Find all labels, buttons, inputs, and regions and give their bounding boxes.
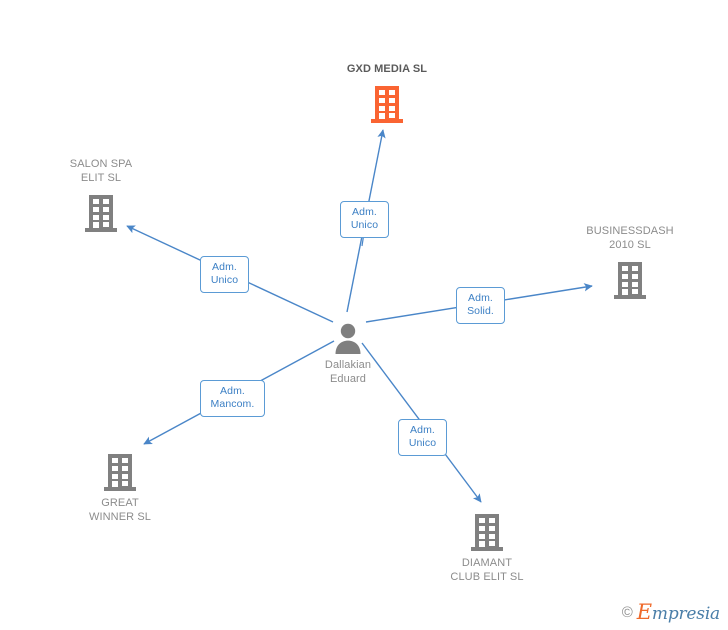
building-icon xyxy=(367,82,407,124)
node-businessdash[interactable]: BUSINESSDASH 2010 SL xyxy=(550,224,710,300)
watermark: © Empresia xyxy=(622,600,720,624)
edge-label-businessdash[interactable]: Adm. Solid. xyxy=(456,287,505,324)
building-icon xyxy=(467,510,507,552)
brand-initial: E xyxy=(636,600,652,624)
node-label-diamant-club: DIAMANT CLUB ELIT SL xyxy=(450,557,524,583)
node-diamant-club[interactable]: DIAMANT CLUB ELIT SL xyxy=(407,510,567,584)
building-icon xyxy=(610,258,650,300)
brand-logo: Empresia xyxy=(637,600,720,624)
node-salon-spa[interactable]: SALON SPA ELIT SL xyxy=(21,157,181,233)
node-label-gxd-media: GXD MEDIA SL xyxy=(346,63,428,75)
edge-label-salon[interactable]: Adm. Unico xyxy=(200,256,249,293)
node-gxd-media[interactable]: GXD MEDIA SL xyxy=(307,62,467,124)
node-label-businessdash: BUSINESSDASH 2010 SL xyxy=(586,225,674,251)
node-label-person-center: Dallakian Eduard xyxy=(324,359,372,385)
edge-label-great-winner[interactable]: Adm. Mancom. xyxy=(200,380,265,417)
edge-label-diamant[interactable]: Adm. Unico xyxy=(398,419,447,456)
building-icon xyxy=(81,191,121,233)
brand-rest: mpresia xyxy=(651,604,720,624)
node-label-salon-spa: SALON SPA ELIT SL xyxy=(69,158,133,184)
node-label-great-winner: GREAT WINNER SL xyxy=(88,497,152,523)
node-person-center[interactable]: Dallakian Eduard xyxy=(268,312,428,386)
copyright-icon: © xyxy=(621,603,633,621)
person-icon xyxy=(328,312,368,354)
edge-label-gxd[interactable]: Adm. Unico xyxy=(340,201,389,238)
building-icon xyxy=(100,450,140,492)
node-great-winner[interactable]: GREAT WINNER SL xyxy=(40,450,200,524)
